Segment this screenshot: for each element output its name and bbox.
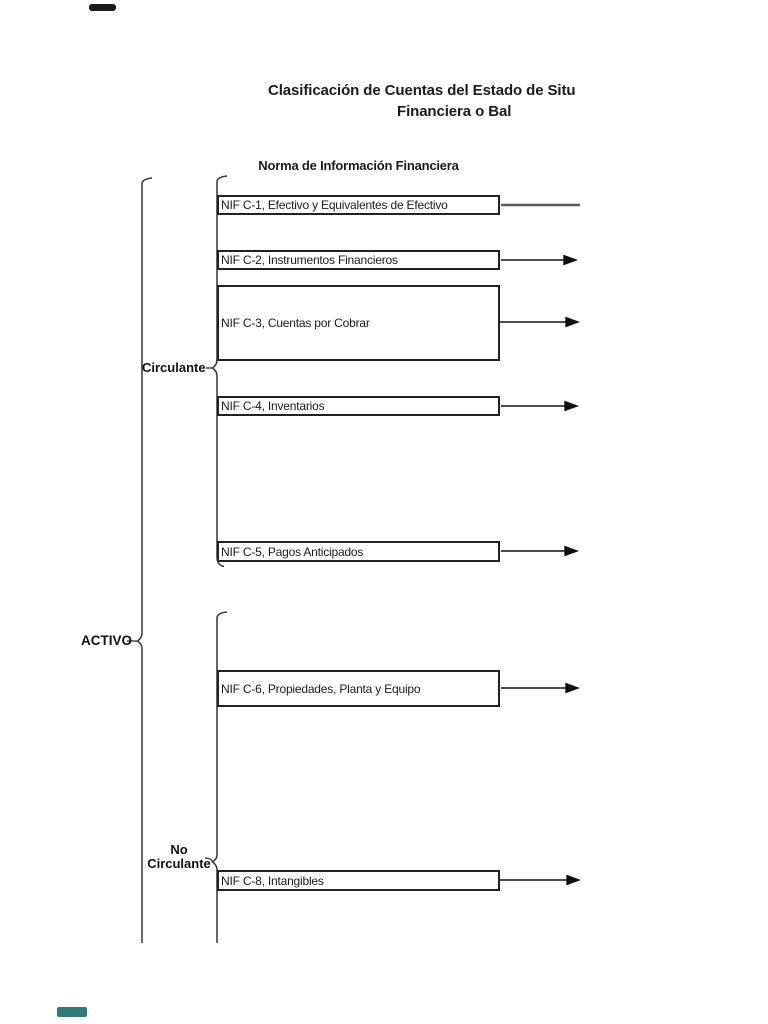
nif-box-c8: NIF C-8, Intangibles <box>217 870 500 891</box>
nif-box-c1-label: NIF C-1, Efectivo y Equivalentes de Efec… <box>221 198 448 212</box>
arrowhead-nif-c3 <box>565 316 581 328</box>
nif-box-c6-label: NIF C-6, Propiedades, Planta y Equipo <box>221 681 421 696</box>
root-label-activo: ACTIVO <box>81 633 133 648</box>
group-label-circulante: Circulante <box>142 360 206 375</box>
circulante-bracket <box>211 175 228 568</box>
page-mark-top <box>89 4 116 11</box>
arrowhead-nif-c5 <box>564 545 580 557</box>
nif-box-c2-label: NIF C-2, Instrumentos Financieros <box>221 253 398 267</box>
title-clip-region: Clasificación de Cuentas del Estado de S… <box>0 0 580 150</box>
page-mark-bottom <box>57 1007 87 1017</box>
nif-box-c6: NIF C-6, Propiedades, Planta y Equipo <box>217 670 500 707</box>
arrowhead-nif-c4 <box>564 400 580 412</box>
nif-box-c5: NIF C-5, Pagos Anticipados <box>217 541 500 562</box>
nif-box-c3: NIF C-3, Cuentas por Cobrar <box>217 285 500 361</box>
arrowhead-nif-c8 <box>566 874 582 886</box>
arrowhead-nif-c2 <box>563 254 579 266</box>
nif-box-c1: NIF C-1, Efectivo y Equivalentes de Efec… <box>217 195 500 215</box>
group-label-no-circulante-line2: Circulante <box>147 856 211 871</box>
group-label-no-circulante: No Circulante <box>145 843 213 871</box>
group-label-no-circulante-line1: No <box>170 842 188 857</box>
nif-box-c4-label: NIF C-4, Inventarios <box>221 399 325 413</box>
document-title-line2: Financiera o Bal <box>397 103 512 120</box>
nif-box-c4: NIF C-4, Inventarios <box>217 396 500 416</box>
nif-box-c3-label: NIF C-3, Cuentas por Cobrar <box>221 316 370 330</box>
column-header: Norma de Información Financiera <box>258 158 459 173</box>
nif-box-c5-label: NIF C-5, Pagos Anticipados <box>221 544 364 559</box>
activo-bracket <box>136 177 153 943</box>
no-circulante-bracket-tick <box>204 857 214 862</box>
document-title-line1: Clasificación de Cuentas del Estado de S… <box>268 82 576 99</box>
no-circulante-bracket <box>211 611 228 943</box>
nif-box-c2: NIF C-2, Instrumentos Financieros <box>217 250 500 270</box>
arrowhead-nif-c6 <box>565 682 581 694</box>
nif-box-c8-label: NIF C-8, Intangibles <box>221 873 324 888</box>
